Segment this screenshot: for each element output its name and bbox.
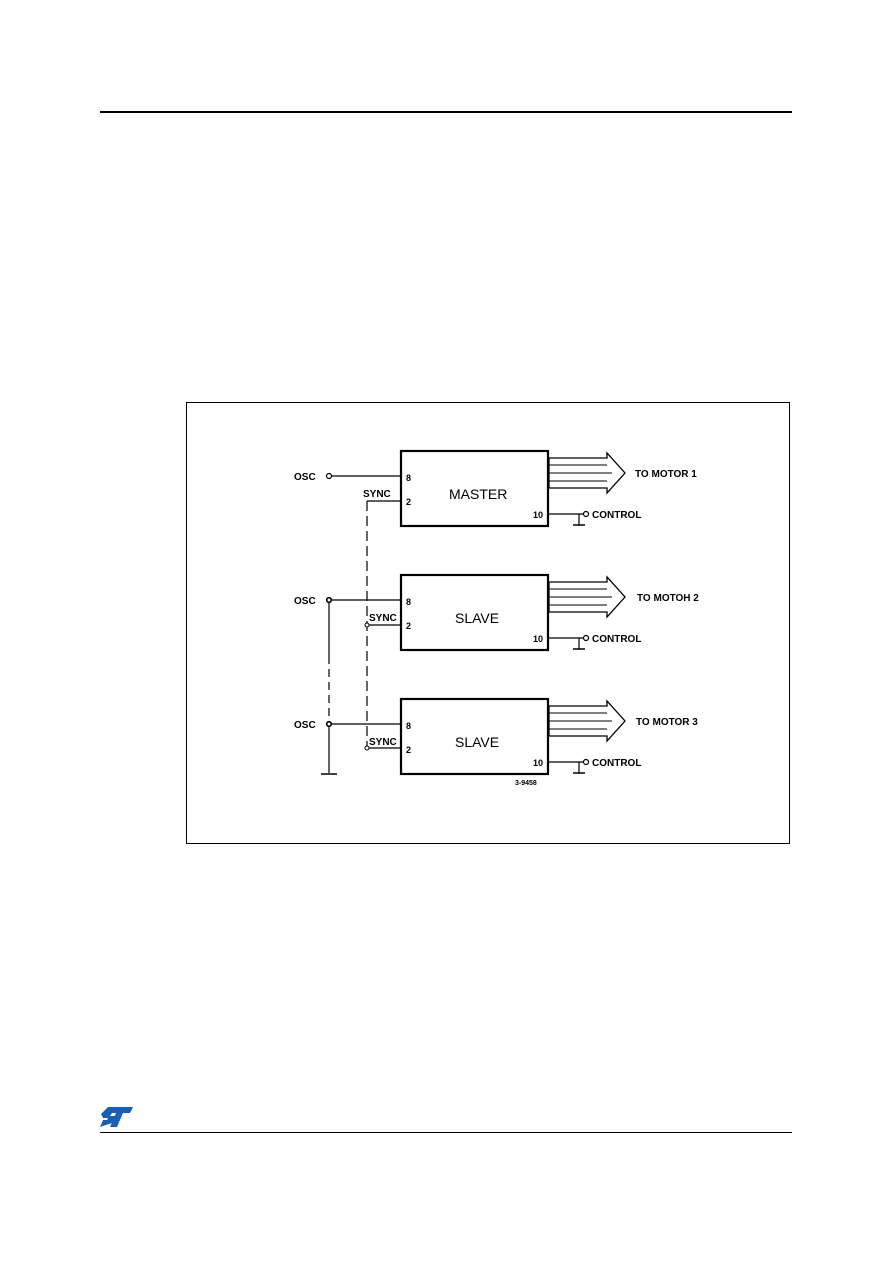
motor-arrow-icon [548,575,626,619]
figure-frame: OSC SYNC 8 2 10 MASTER CONTROL TO MOTOR … [186,402,790,844]
header-rule [100,111,792,113]
control-label: CONTROL [592,510,641,521]
sync-diagram: OSC SYNC 8 2 10 MASTER CONTROL TO MOTOR … [294,449,699,787]
figure-code: 3-9458 [515,780,537,787]
sync-label: SYNC [369,613,397,624]
osc-label: OSC [294,472,316,483]
st-logo-icon [99,1105,135,1134]
pin-sync: 2 [406,497,411,507]
motor-label: TO MOTOR 3 [636,717,698,728]
osc-label: OSC [294,720,316,731]
master-row: OSC SYNC 8 2 10 MASTER CONTROL TO MOTOR … [294,449,697,528]
slave-block [399,697,550,776]
motor-arrow-icon [548,451,626,495]
sync-label: SYNC [369,737,397,748]
slave-row-1: OSC SYNC 8 2 10 SLAVE CONTROL TO MOTOH 2 [294,573,699,652]
motor-label: TO MOTOH 2 [637,593,699,604]
pin-control: 10 [533,634,543,644]
pin-osc: 8 [406,721,411,731]
pin-osc: 8 [406,597,411,607]
control-terminal [582,758,590,766]
pin-control: 10 [533,758,543,768]
footer-rule [100,1132,792,1133]
master-block [399,449,550,528]
slave-row-2: OSC SYNC 8 2 10 SLAVE CONTROL TO MOTOR 3 [294,697,698,776]
pin-sync: 2 [406,621,411,631]
motor-arrow-icon [548,699,626,743]
block-name: SLAVE [455,610,499,626]
control-label: CONTROL [592,634,641,645]
osc-label: OSC [294,596,316,607]
motor-label: TO MOTOR 1 [635,469,697,480]
pin-osc: 8 [406,473,411,483]
block-name: SLAVE [455,734,499,750]
osc-terminal [325,472,333,480]
control-terminal [582,634,590,642]
slave-block [399,573,550,652]
control-terminal [582,510,590,518]
sync-label: SYNC [363,489,391,500]
pin-sync: 2 [406,745,411,755]
pin-control: 10 [533,510,543,520]
control-label: CONTROL [592,758,641,769]
block-name: MASTER [449,486,507,502]
